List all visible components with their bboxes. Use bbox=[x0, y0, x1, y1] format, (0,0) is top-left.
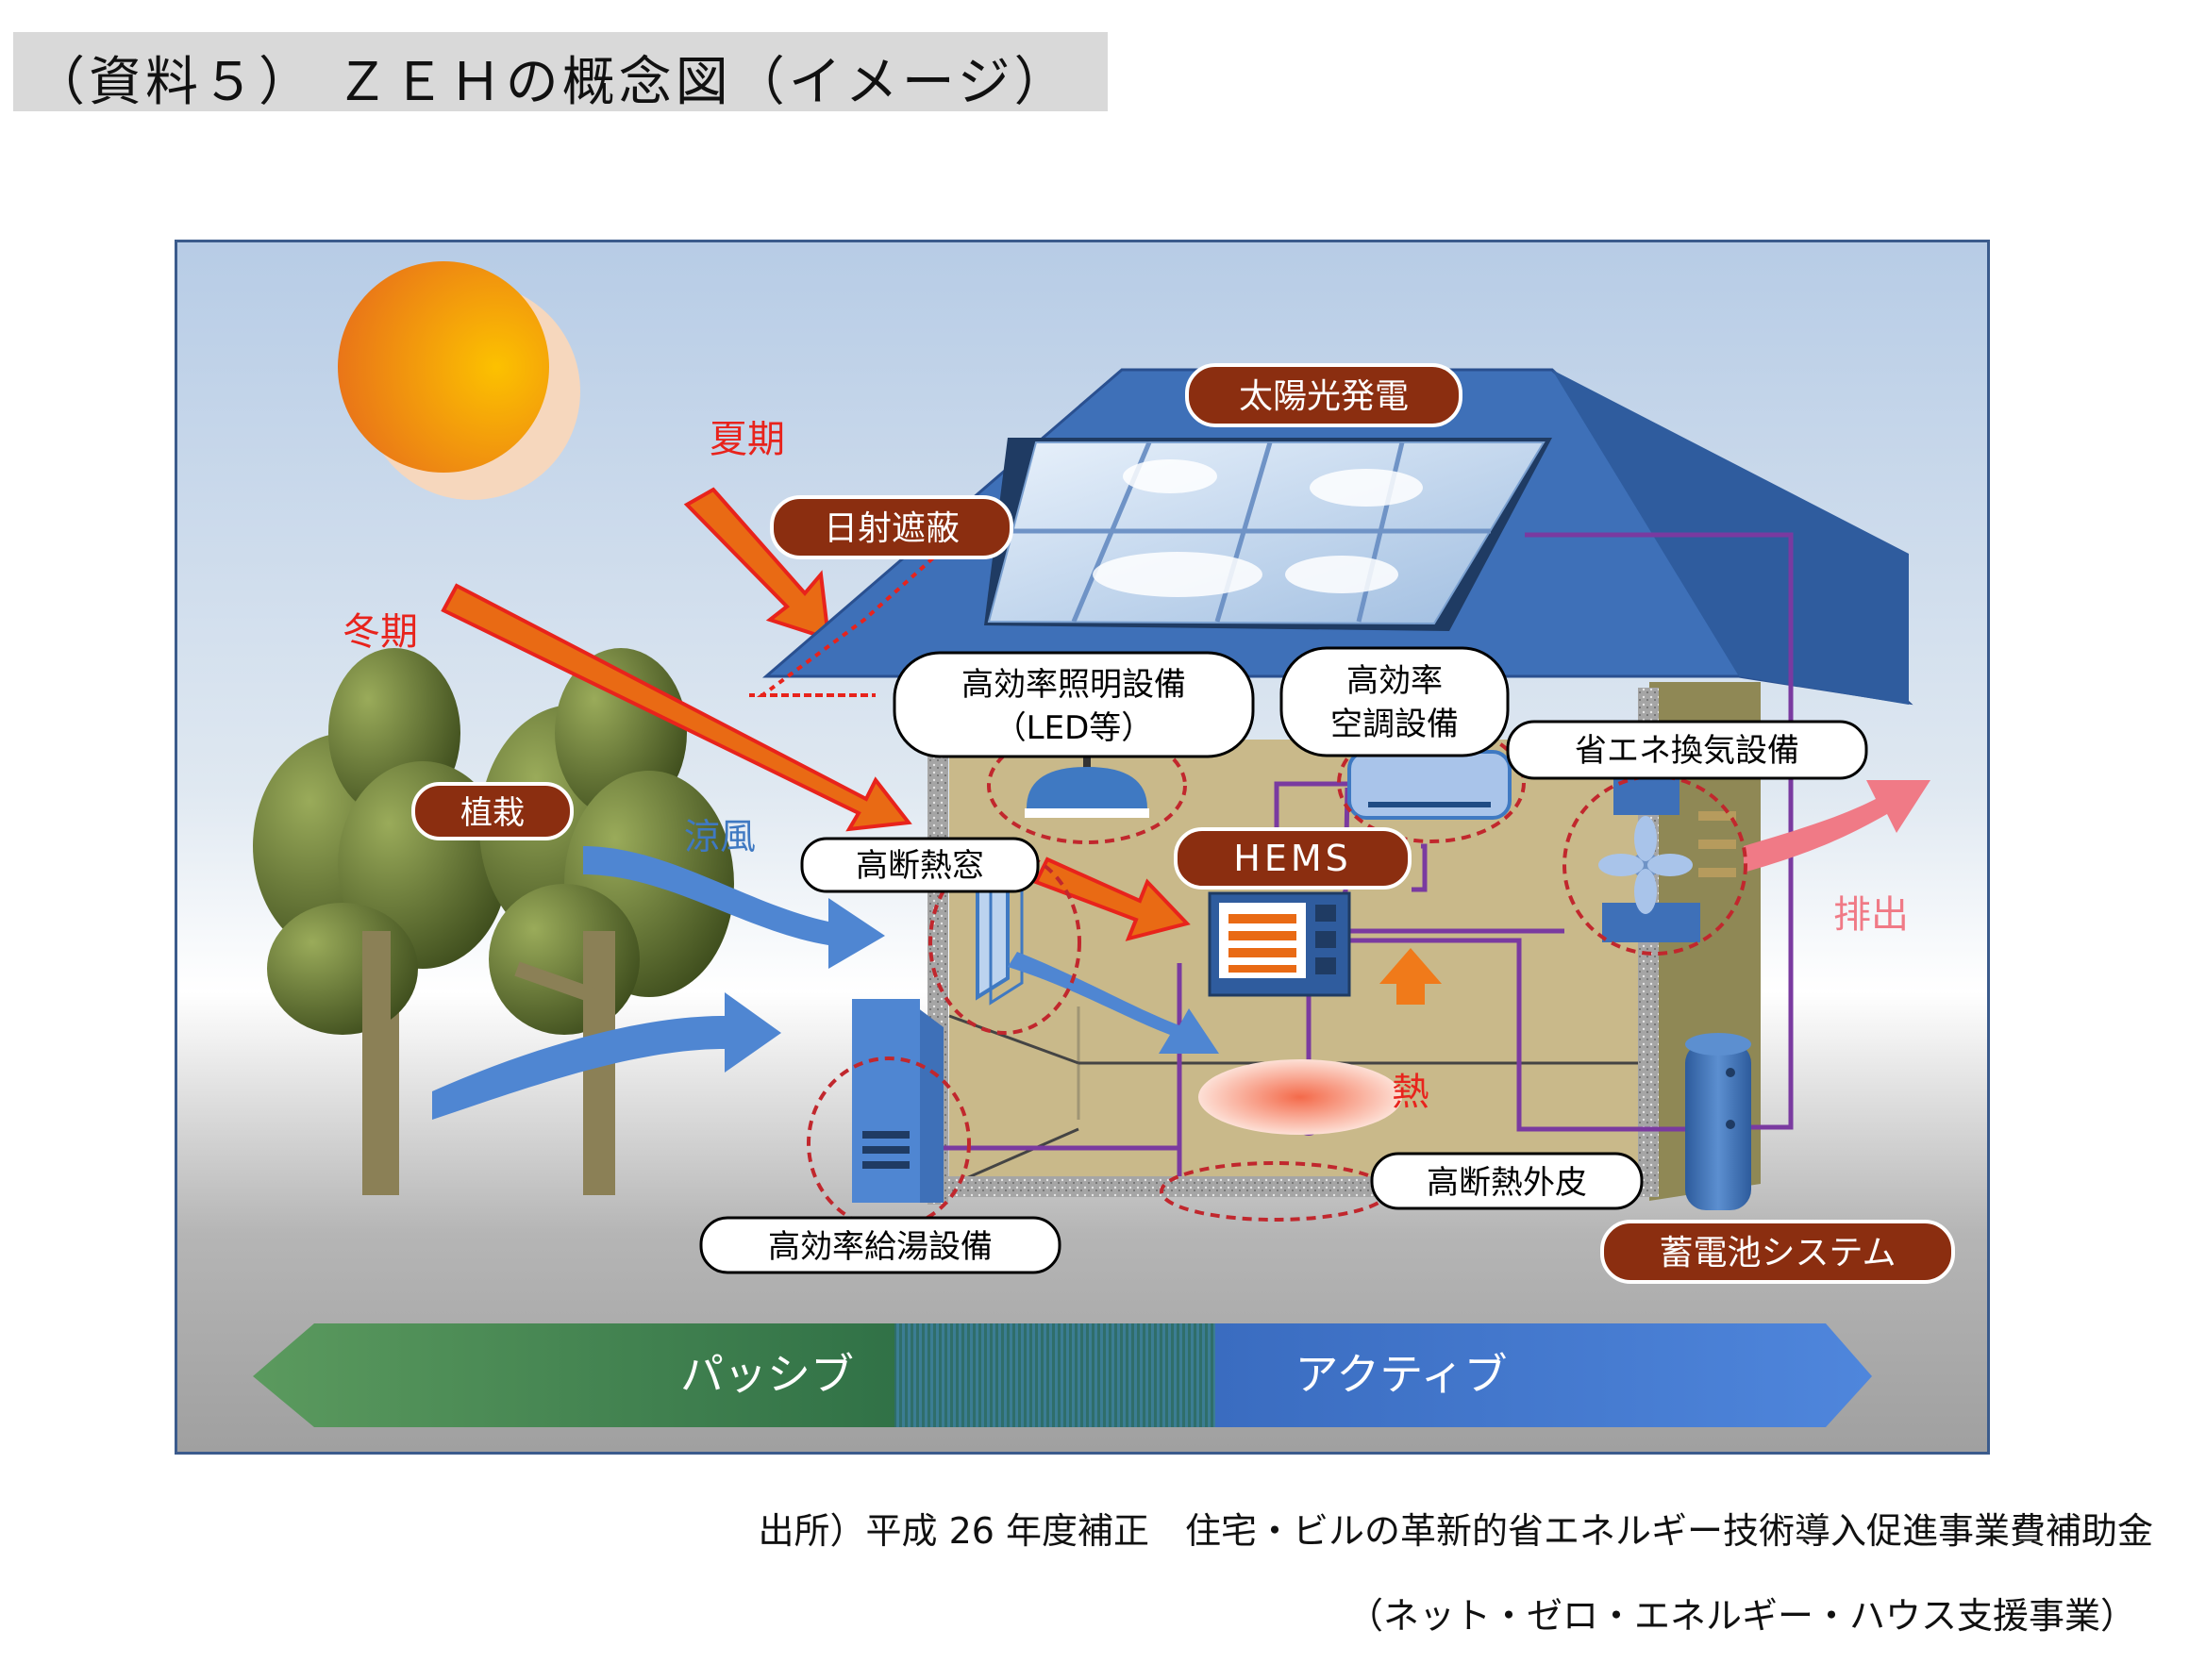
label-lighting-line2: （LED等） bbox=[994, 709, 1154, 747]
heat-glow bbox=[1198, 1059, 1402, 1135]
source-line-1: 出所）平成 26 年度補正 住宅・ビルの革新的省エネルギー技術導入促進事業費補助… bbox=[758, 1510, 2153, 1552]
label-solar: 太陽光発電 bbox=[1185, 363, 1462, 427]
label-heat: 熱 bbox=[1392, 1071, 1429, 1114]
label-aircon-line1: 高効率 bbox=[1346, 662, 1443, 700]
label-battery: 蓄電池システム bbox=[1600, 1220, 1955, 1284]
label-hems-text: HEMS bbox=[1233, 838, 1352, 879]
solar-panel-icon bbox=[984, 438, 1552, 631]
page-title: （資料５） ＺＥＨの概念図（イメージ） bbox=[32, 52, 1071, 113]
label-water-heater: 高効率給湯設備 bbox=[699, 1216, 1061, 1274]
title-bar bbox=[13, 32, 1108, 111]
label-ventilation: 省エネ換気設備 bbox=[1506, 720, 1868, 780]
indoor-wind-arrow bbox=[1008, 952, 1219, 1054]
energy-wiring bbox=[927, 532, 1794, 1176]
heat-arrow bbox=[1379, 948, 1442, 1005]
ventilation-icon bbox=[1598, 775, 1700, 942]
label-hems: HEMS bbox=[1174, 827, 1412, 890]
shading-eave-line bbox=[749, 552, 940, 697]
label-lighting: 高効率照明設備 （LED等） bbox=[893, 651, 1255, 758]
label-ventilation-text: 省エネ換気設備 bbox=[1575, 732, 1799, 770]
cool-wind-arrow bbox=[583, 846, 885, 969]
label-shading-text: 日射遮蔽 bbox=[824, 509, 960, 548]
passive-active-band bbox=[253, 1323, 1872, 1427]
label-aircon-line2: 空調設備 bbox=[1330, 706, 1459, 743]
sunlight-into-window-arrow bbox=[1033, 857, 1191, 941]
label-envelope-text: 高断熱外皮 bbox=[1427, 1164, 1587, 1202]
label-winter: 冬期 bbox=[343, 610, 418, 654]
aircon-icon bbox=[1347, 750, 1512, 820]
winter-sun-arrow bbox=[441, 583, 912, 832]
label-water-heater-text: 高効率給湯設備 bbox=[768, 1228, 993, 1266]
cool-wind-arrow bbox=[432, 992, 781, 1120]
label-window: 高断熱窓 bbox=[800, 837, 1040, 893]
label-cool-wind: 涼風 bbox=[684, 816, 756, 857]
zeh-diagram: 太陽光発電 夏期 冬期 日射遮蔽 植栽 涼風 高効率照明設備 （LED等） 高効… bbox=[177, 242, 1987, 1452]
label-exhaust: 排出 bbox=[1833, 893, 1909, 937]
sun-icon bbox=[338, 261, 580, 500]
label-planting-text: 植栽 bbox=[460, 794, 525, 832]
ventilation-flow-arrows bbox=[1698, 811, 1736, 877]
hems-device-icon bbox=[1208, 891, 1351, 997]
label-envelope: 高断熱外皮 bbox=[1370, 1152, 1644, 1210]
label-solar-text: 太陽光発電 bbox=[1239, 377, 1409, 416]
label-active: アクティブ bbox=[1295, 1349, 1508, 1400]
label-lighting-line1: 高効率照明設備 bbox=[961, 666, 1186, 704]
source-line-2: （ネット・ゼロ・エネルギー・ハウス支援事業） bbox=[1346, 1595, 2136, 1637]
exhaust-arrow bbox=[1744, 780, 1930, 873]
battery-icon bbox=[1685, 1033, 1751, 1210]
label-passive: パッシブ bbox=[680, 1349, 854, 1400]
summer-sun-arrow bbox=[683, 487, 831, 641]
label-shading: 日射遮蔽 bbox=[770, 495, 1013, 559]
label-window-text: 高断熱窓 bbox=[856, 847, 984, 885]
led-light-icon bbox=[1025, 744, 1149, 818]
label-battery-text: 蓄電池システム bbox=[1660, 1234, 1897, 1272]
label-summer: 夏期 bbox=[710, 418, 785, 461]
label-aircon: 高効率 空調設備 bbox=[1279, 646, 1510, 757]
water-heater-icon bbox=[852, 999, 944, 1203]
label-planting: 植栽 bbox=[411, 782, 574, 840]
zeh-diagram-frame: 太陽光発電 夏期 冬期 日射遮蔽 植栽 涼風 高効率照明設備 （LED等） 高効… bbox=[175, 240, 1990, 1455]
